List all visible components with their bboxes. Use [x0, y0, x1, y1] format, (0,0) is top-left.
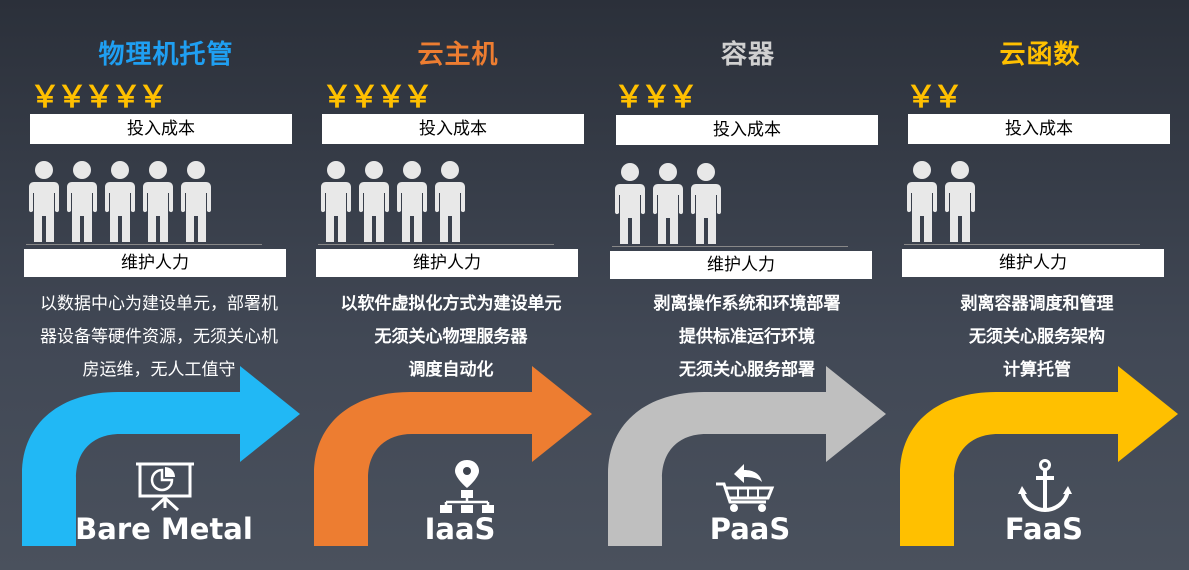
person-icon — [942, 160, 978, 248]
people-divider — [318, 244, 554, 245]
curved-arrow — [900, 366, 1180, 556]
shopping-cart-icon — [714, 458, 776, 514]
staff-label: 维护人力 — [316, 249, 578, 277]
person-icon — [650, 162, 686, 250]
people-icons — [612, 162, 726, 246]
person-icon — [64, 160, 100, 248]
person-icon — [356, 160, 392, 248]
service-label: Bare Metal — [75, 512, 253, 546]
person-icon — [102, 160, 138, 248]
description-line: 剥离操作系统和环境部署 — [653, 294, 841, 314]
description-line: 调度自动化 — [408, 360, 494, 380]
description-line: 剥离容器调度和管理 — [960, 294, 1114, 314]
curved-arrow — [22, 366, 302, 556]
person-icon — [394, 160, 430, 248]
column-title: 容器 — [720, 40, 775, 70]
description-line: 以数据中心为建设单元，部署机 — [40, 294, 278, 314]
description: 以软件虚拟化方式为建设单元 无须关心物理服务器 调度自动化 — [318, 288, 584, 387]
description: 剥离容器调度和管理 无须关心服务架构 计算托管 — [904, 288, 1170, 387]
description-line: 计算托管 — [1003, 360, 1071, 380]
column-title: 物理机托管 — [98, 40, 234, 70]
network-location-icon — [436, 458, 498, 514]
cost-label: 投入成本 — [322, 114, 584, 144]
column-bare-metal: 物理机托管 ￥￥￥￥￥ 投入成本 维护人力 以数据中心为建设单元，部署机 器设备… — [22, 0, 322, 570]
column-iaas: 云主机 ￥￥￥￥ 投入成本 维护人力 以软件虚拟化方式为建设单元 无须关心物理服… — [314, 0, 614, 570]
curved-arrow — [314, 366, 594, 556]
column-title: 云主机 — [417, 40, 499, 70]
staff-label: 维护人力 — [24, 249, 286, 277]
person-icon — [612, 162, 648, 250]
description: 剥离操作系统和环境部署 提供标准运行环境 无须关心服务部署 — [614, 288, 880, 387]
presentation-chart-icon — [134, 458, 196, 514]
cost-label: 投入成本 — [30, 114, 292, 144]
description-line: 无须关心服务架构 — [969, 327, 1105, 347]
description-line: 器设备等硬件资源，无须关心机 — [40, 327, 278, 347]
description-line: 无须关心服务部署 — [679, 360, 815, 380]
price-level: ￥￥￥￥￥ — [30, 80, 168, 115]
curved-arrow — [608, 366, 888, 556]
staff-label: 维护人力 — [902, 249, 1164, 277]
people-icons — [318, 160, 470, 244]
description: 以数据中心为建设单元，部署机 器设备等硬件资源，无须关心机 房运维，无人工值守 — [26, 288, 292, 387]
person-icon — [318, 160, 354, 248]
service-label: IaaS — [424, 512, 496, 546]
service-label: PaaS — [709, 512, 791, 546]
person-icon — [140, 160, 176, 248]
anchor-icon — [1014, 458, 1076, 514]
people-icons — [904, 160, 980, 244]
description-line: 无须关心物理服务器 — [374, 327, 528, 347]
column-title: 云函数 — [999, 40, 1081, 70]
price-level: ￥￥￥￥ — [322, 80, 433, 115]
description-line: 房运维，无人工值守 — [82, 360, 236, 380]
person-icon — [688, 162, 724, 250]
people-divider — [612, 246, 848, 247]
people-divider — [26, 244, 262, 245]
description-line: 提供标准运行环境 — [679, 327, 815, 347]
description-line: 以软件虚拟化方式为建设单元 — [340, 294, 562, 314]
column-faas: 云函数 ￥￥ 投入成本 维护人力 剥离容器调度和管理 无须关心服务架构 计算托管… — [900, 0, 1189, 570]
people-divider — [904, 244, 1140, 245]
person-icon — [178, 160, 214, 248]
cost-label: 投入成本 — [908, 114, 1170, 144]
person-icon — [904, 160, 940, 248]
price-level: ￥￥ — [906, 80, 963, 115]
person-icon — [26, 160, 62, 248]
service-label: FaaS — [1004, 512, 1084, 546]
price-level: ￥￥￥ — [614, 80, 698, 115]
people-icons — [26, 160, 216, 244]
cost-label: 投入成本 — [616, 115, 878, 145]
column-paas: 容器 ￥￥￥ 投入成本 维护人力 剥离操作系统和环境部署 提供标准运行环境 无须… — [608, 0, 908, 570]
staff-label: 维护人力 — [610, 251, 872, 279]
person-icon — [432, 160, 468, 248]
